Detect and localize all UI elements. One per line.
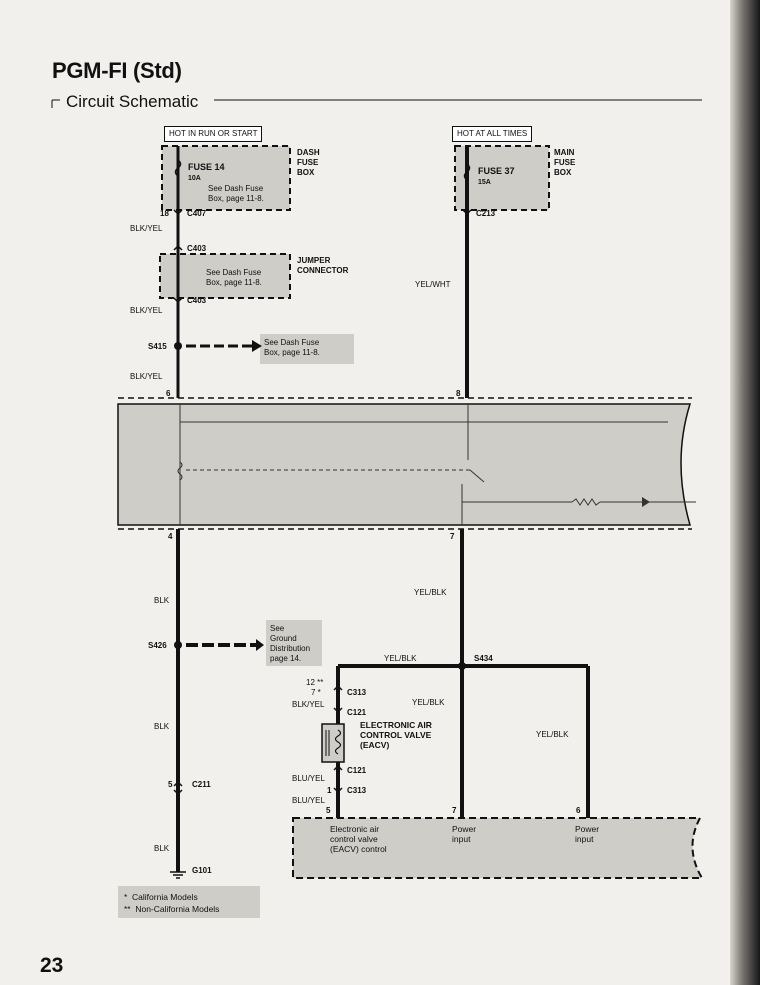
ground-ref-box: [266, 620, 322, 666]
splice-ref: See Dash Fuse Box, page 11-8.: [264, 338, 320, 357]
c407-mark: [173, 209, 183, 216]
ecu-body: [117, 403, 692, 526]
ecm-power-input-2: Power input: [575, 824, 600, 844]
pin-6-ecm: 6: [576, 806, 581, 815]
ground-ref: See Ground Distribution page 14.: [270, 624, 311, 663]
main-fuse-box-label: MAIN FUSE BOX: [554, 148, 576, 177]
pin-6-top: 6: [166, 389, 171, 398]
jumper-ref: See Dash Fuse Box, page 11-8.: [206, 268, 262, 287]
pin-12: 12 **: [306, 678, 324, 687]
ecu-resistor: [571, 498, 601, 506]
s426-label: S426: [148, 641, 167, 650]
fuse-37-label: FUSE 37: [478, 166, 515, 176]
jumper-connector-label: JUMPER CONNECTOR: [297, 256, 349, 275]
s434-label: S434: [474, 654, 493, 663]
page-title: PGM-FI (Std): [52, 58, 182, 83]
c213-mark: [462, 209, 472, 216]
wire-label-10: BLK/YEL: [292, 700, 325, 709]
c213-label: C213: [476, 209, 496, 218]
dash-fuse-box-label: DASH FUSE BOX: [297, 148, 320, 177]
wire-label-5: BLK: [154, 596, 170, 605]
wire-label-1: BLK/YEL: [130, 224, 163, 233]
g101-label: G101: [192, 866, 212, 875]
ecm-eacv-control: Electronic air control valve (EACV) cont…: [330, 824, 387, 854]
fuse-37-symbol: [463, 163, 471, 181]
binding-edge: [730, 0, 760, 985]
wire-label-6: BLK: [154, 722, 170, 731]
c121-c313-marks: [333, 764, 343, 794]
c407-label: C407: [187, 209, 207, 218]
pin-5-c211: 5: [168, 780, 173, 789]
pin-5-ecm: 5: [326, 806, 331, 815]
ecm-power-input-1: Power input: [452, 824, 477, 844]
section-title: Circuit Schematic: [66, 92, 199, 111]
splice-s426: [174, 641, 182, 649]
splice-ref-box: [260, 334, 354, 364]
legend-california: * California Models: [124, 892, 198, 902]
c403b-label: C403: [187, 296, 207, 305]
c211-label: C211: [192, 780, 211, 789]
wire-label-11: YEL/BLK: [412, 698, 445, 707]
c121a-label: C121: [347, 708, 367, 717]
eacv-coil: [334, 729, 342, 755]
c313-c121-marks: [333, 684, 343, 714]
wire-label-12: YEL/BLK: [536, 730, 569, 739]
wire-label-8: YEL/BLK: [414, 588, 447, 597]
s415-arrowhead: [252, 340, 262, 352]
ecu-coil: [177, 461, 183, 481]
page-number: 23: [40, 954, 64, 977]
pin-7-top: 7: [450, 532, 455, 541]
wire-label-4: YEL/WHT: [415, 280, 451, 289]
hot-in-run-label: HOT IN RUN OR START: [164, 126, 263, 142]
wire-label-3: BLK/YEL: [130, 372, 163, 381]
s426-arrowhead: [256, 639, 264, 651]
c313b-label: C313: [347, 786, 367, 795]
fuse-14-rating: 10A: [188, 175, 201, 182]
ecu-diode: [642, 497, 650, 507]
legend-non-california: ** Non-California Models: [124, 904, 220, 914]
pin-18: 18: [160, 209, 169, 218]
hot-at-all-times-label: HOT AT ALL TIMES: [452, 126, 533, 142]
eacv-valve-body: [321, 723, 345, 763]
pin-4: 4: [168, 532, 173, 541]
c403a-mark: [173, 244, 183, 251]
wire-label-13: BLU/YEL: [292, 774, 325, 783]
pin-7-ecm: 7: [452, 806, 457, 815]
splice-s434: [458, 662, 466, 670]
legend-box: [118, 886, 260, 918]
ecm-connector-block: [292, 817, 704, 879]
wire-label-14: BLU/YEL: [292, 796, 325, 805]
c403b-mark: [173, 297, 183, 304]
eacv-label: ELECTRONIC AIR CONTROL VALVE (EACV): [360, 720, 432, 750]
s415-label: S415: [148, 342, 167, 351]
pin-7-c313: 7 *: [311, 688, 321, 697]
ecu-switch: [469, 469, 485, 483]
main-fuse-box: [454, 145, 550, 211]
fuse-14-symbol: [174, 159, 182, 177]
c403a-label: C403: [187, 244, 207, 253]
wire-label-9: YEL/BLK: [384, 654, 417, 663]
splice-s415: [174, 342, 182, 350]
wire-label-2: BLK/YEL: [130, 306, 163, 315]
fuse-37-rating: 15A: [478, 179, 491, 186]
wire-label-7: BLK: [154, 844, 170, 853]
dash-fuse-box: [161, 145, 291, 211]
c313a-label: C313: [347, 688, 367, 697]
pin-8: 8: [456, 389, 461, 398]
pin-1: 1: [327, 786, 332, 795]
fuse-14-ref: See Dash Fuse Box, page 11-8.: [208, 184, 264, 203]
c211-mark: [173, 780, 183, 796]
fuse-14-label: FUSE 14: [188, 162, 225, 172]
c121b-label: C121: [347, 766, 367, 775]
jumper-connector-box: [159, 253, 291, 299]
